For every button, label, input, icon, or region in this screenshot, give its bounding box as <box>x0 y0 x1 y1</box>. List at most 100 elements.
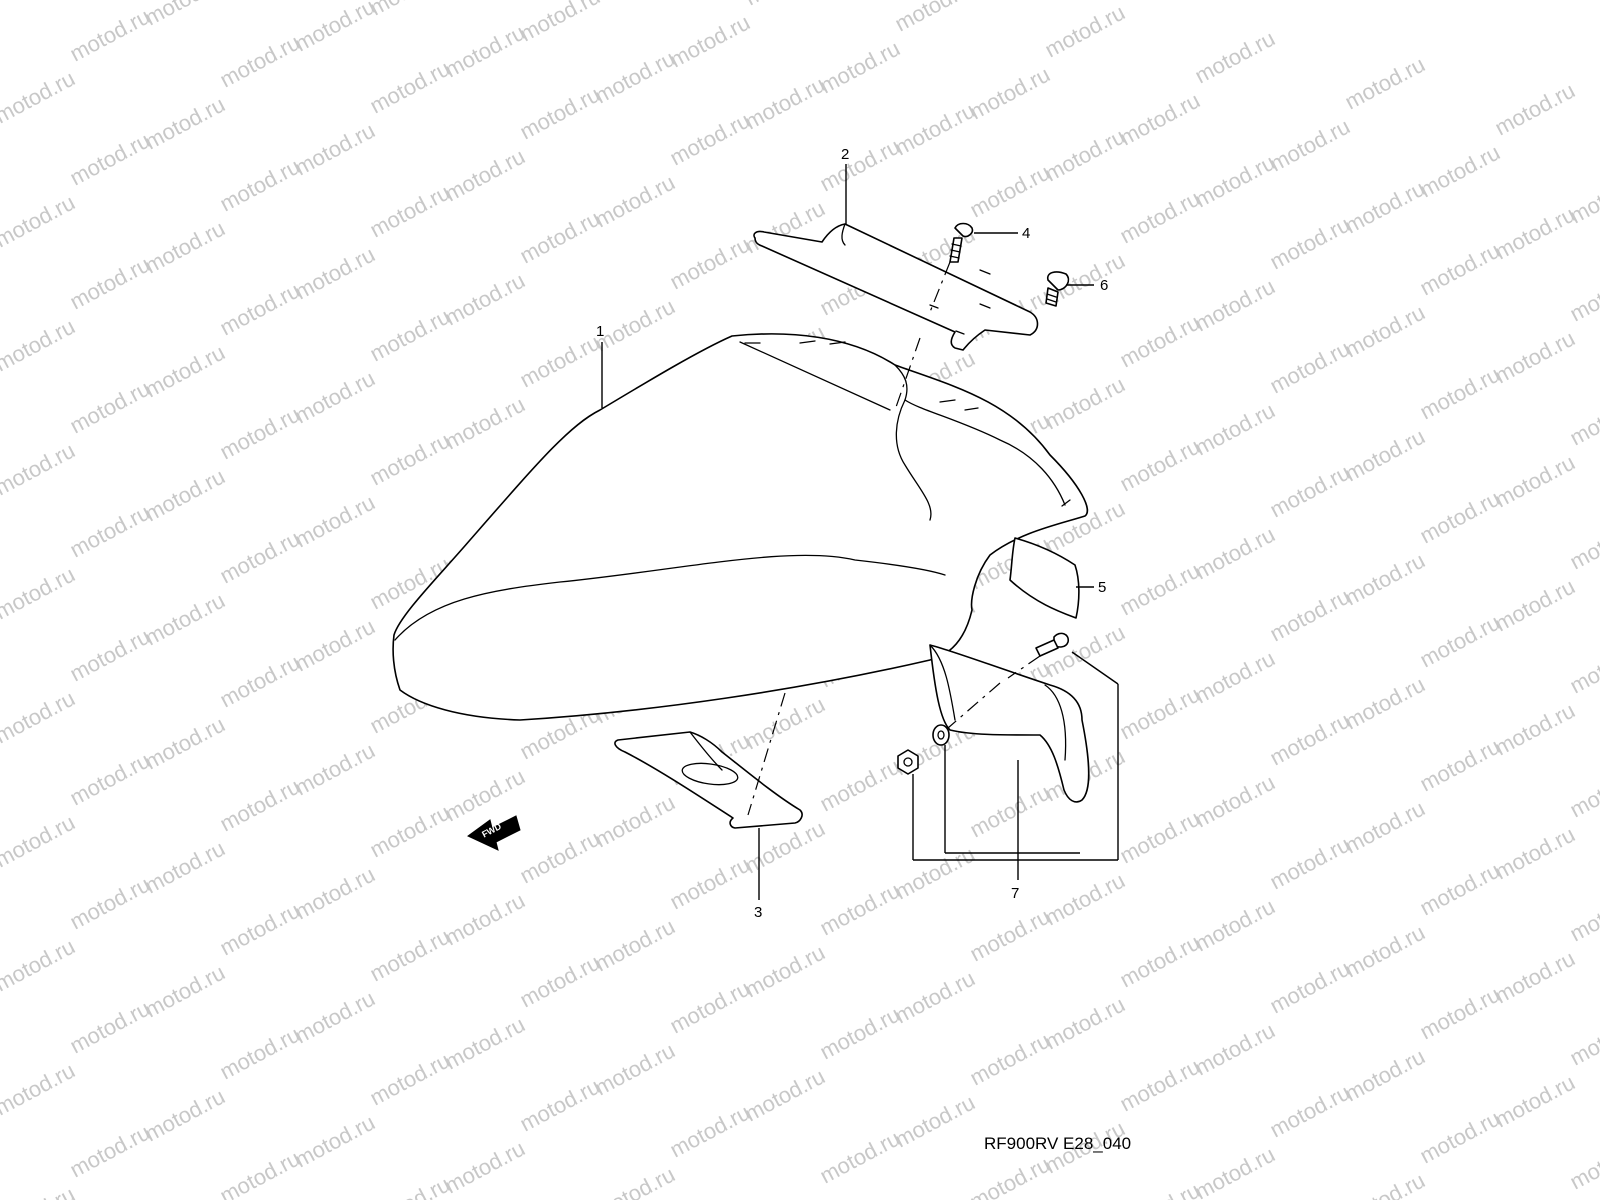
watermark-text: motod.ru <box>0 810 79 873</box>
watermark-text: motod.ru <box>1266 956 1354 1019</box>
watermark-text: motod.ru <box>0 1058 79 1121</box>
callout-2: 2 <box>841 146 849 163</box>
watermark-text: motod.ru <box>366 0 454 20</box>
watermark-text: motod.ru <box>216 402 304 465</box>
watermark-text: motod.ru <box>1566 512 1600 575</box>
watermark-text: motod.ru <box>591 1162 679 1200</box>
watermark-text: motod.ru <box>1266 336 1354 399</box>
watermark-text: motod.ru <box>666 976 754 1039</box>
watermark-text: motod.ru <box>441 392 529 455</box>
part-2-fender-brace <box>753 223 1039 351</box>
watermark-text: motod.ru <box>291 1110 379 1173</box>
watermark-text: motod.ru <box>66 872 154 935</box>
watermark-text: motod.ru <box>216 278 304 341</box>
watermark-text: motod.ru <box>891 0 979 36</box>
assembly-lines <box>747 261 1041 816</box>
watermark-text: motod.ru <box>66 500 154 563</box>
watermark-text: motod.ru <box>516 206 604 269</box>
watermark-text: motod.ru <box>216 154 304 217</box>
watermark-text: motod.ru <box>141 960 229 1023</box>
watermark-text: motod.ru <box>0 562 79 625</box>
watermark-text: motod.ru <box>0 0 4 40</box>
watermark-text: motod.ru <box>1191 398 1279 461</box>
watermark-text: motod.ru <box>216 774 304 837</box>
watermark-text: motod.ru <box>966 1152 1054 1200</box>
watermark-text: motod.ru <box>1566 1008 1600 1071</box>
watermark-text: motod.ru <box>441 20 529 83</box>
watermark-text: motod.ru <box>1191 274 1279 337</box>
watermark-text: motod.ru <box>1041 124 1129 187</box>
watermark-text: motod.ru <box>516 330 604 393</box>
watermark-text: motod.ru <box>1416 486 1504 549</box>
watermark-text: motod.ru <box>591 914 679 977</box>
part-1-front-fender <box>392 333 1089 721</box>
watermark-text: motod.ru <box>666 108 754 171</box>
watermark-text: motod.ru <box>1116 310 1204 373</box>
watermark-text: motod.ru <box>441 268 529 331</box>
watermark-text: motod.ru <box>216 898 304 961</box>
watermark-text: motod.ru <box>816 1002 904 1065</box>
part-6-bolt <box>1045 271 1070 307</box>
watermark-text: motod.ru <box>741 940 829 1003</box>
watermark-text: motod.ru <box>1491 326 1579 389</box>
watermark-text: motod.ru <box>66 1120 154 1183</box>
watermark-text: motod.ru <box>291 614 379 677</box>
diagram-code: RF900RV E28_040 <box>984 1134 1132 1153</box>
watermark-text: motod.ru <box>966 1028 1054 1091</box>
watermark-text: motod.ru <box>1116 186 1204 249</box>
callout-4: 4 <box>1022 225 1030 242</box>
watermark-text: motod.ru <box>1116 682 1204 745</box>
watermark-text: motod.ru <box>66 128 154 191</box>
watermark-text: motod.ru <box>1341 1168 1429 1200</box>
watermark-text: motod.ru <box>441 888 529 951</box>
watermark-text: motod.ru <box>216 30 304 93</box>
watermark-text: motod.ru <box>1041 868 1129 931</box>
watermark-text: motod.ru <box>1341 424 1429 487</box>
watermark-text: motod.ru <box>366 56 454 119</box>
watermark-text: motod.ru <box>1266 832 1354 895</box>
watermark-text: motod.ru <box>1041 0 1129 62</box>
leader-lines <box>601 164 1119 900</box>
watermark-text: motod.ru <box>291 0 379 56</box>
watermark-text: motod.ru <box>366 1172 454 1200</box>
watermark-text: motod.ru <box>291 986 379 1049</box>
watermark-text: motod.ru <box>966 160 1054 223</box>
watermark-text: motod.ru <box>1266 212 1354 275</box>
watermark-text: motod.ru <box>1341 920 1429 983</box>
callout-6: 6 <box>1100 277 1108 294</box>
watermark-text: motod.ru <box>1191 522 1279 585</box>
watermark-text: motod.ru <box>1191 1018 1279 1081</box>
fwd-arrow-icon: FWD <box>467 815 521 851</box>
watermark-text: motod.ru <box>1266 708 1354 771</box>
watermark-text: motod.ru <box>366 304 454 367</box>
watermark-text: motod.ru <box>1266 1080 1354 1143</box>
watermark-text: motod.ru <box>591 46 679 109</box>
watermark-text: motod.ru <box>966 904 1054 967</box>
watermark-text: motod.ru <box>816 1126 904 1189</box>
watermark-text: motod.ru <box>891 98 979 161</box>
watermark-text: motod.ru <box>441 1136 529 1199</box>
watermark-text: motod.ru <box>1416 858 1504 921</box>
watermark-text: motod.ru <box>291 366 379 429</box>
watermark-text: motod.ru <box>891 966 979 1029</box>
watermark-text: motod.ru <box>0 190 79 253</box>
watermark-text: motod.ru <box>291 738 379 801</box>
watermark-text: motod.ru <box>741 692 829 755</box>
watermark-text: motod.ru <box>66 252 154 315</box>
watermark-text: motod.ru <box>141 464 229 527</box>
watermark-text: motod.ru <box>1116 1178 1204 1200</box>
watermark-text: motod.ru <box>1041 372 1129 435</box>
watermark-text: motod.ru <box>441 144 529 207</box>
watermark-text: motod.ru <box>516 0 604 46</box>
callout-7: 7 <box>1011 885 1019 902</box>
watermark-text: motod.ru <box>141 340 229 403</box>
watermark-text: motod.ru <box>366 180 454 243</box>
watermark-text: motod.ru <box>141 0 229 30</box>
watermark-text: motod.ru <box>816 878 904 941</box>
watermark-text: motod.ru <box>291 118 379 181</box>
watermark-text: motod.ru <box>1191 894 1279 957</box>
watermark-text: motod.ru <box>816 134 904 197</box>
watermark-text: motod.ru <box>741 0 829 10</box>
watermark-text: motod.ru <box>966 780 1054 843</box>
